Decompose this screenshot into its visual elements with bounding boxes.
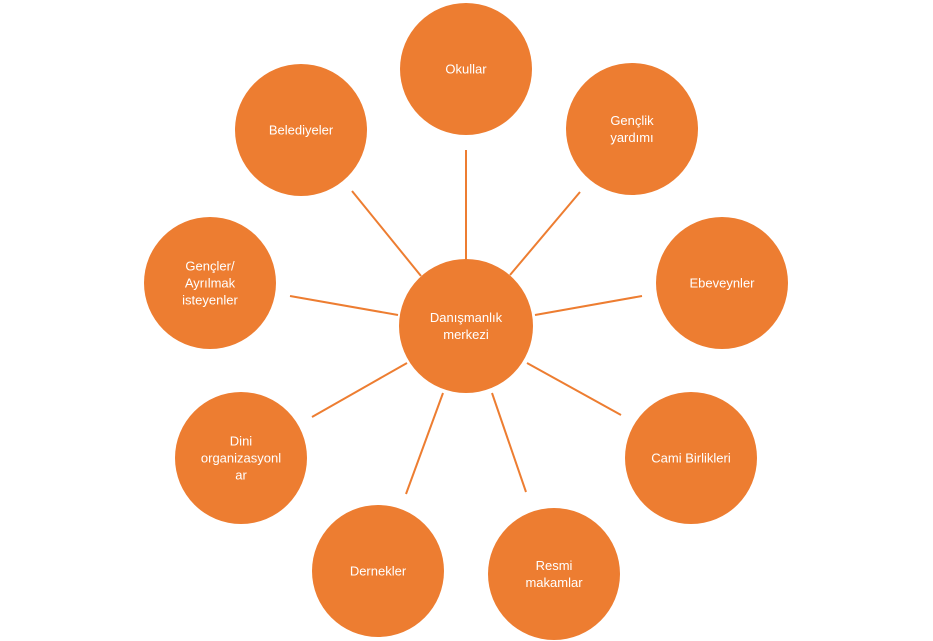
node-circle-dernekler xyxy=(312,505,444,637)
node-dini-organizasyonlar-label-line-2: organizasyonl xyxy=(201,451,281,466)
node-cami-birlikleri-label-line-1: Cami Birlikleri xyxy=(651,451,731,466)
node-circle-dini-organizasyonlar xyxy=(175,392,307,524)
connector-gencler-ayrilmak-isteyenler xyxy=(289,295,399,316)
connector-ebeveynler xyxy=(534,295,643,316)
node-dernekler-label-line-1: Dernekler xyxy=(350,564,407,579)
node-circle-belediyeler xyxy=(235,64,367,196)
connector-belediyeler xyxy=(351,190,422,277)
node-circle-cami-birlikleri xyxy=(625,392,757,524)
node-genclik-yardimi-label-line-1: Gençlik xyxy=(610,113,654,128)
center-circle xyxy=(399,259,533,393)
node-gencler-ayrilmak-isteyenler-label-line-2: Ayrılmak xyxy=(185,276,236,291)
connector-resmi-makamlar xyxy=(491,392,527,493)
connector-lines xyxy=(289,150,643,495)
node-circle-resmi-makamlar xyxy=(488,508,620,640)
center-label-line-1: Danışmanlık xyxy=(430,310,503,325)
connector-dernekler xyxy=(405,392,444,495)
node-gencler-ayrilmak-isteyenler-label-line-3: isteyenler xyxy=(182,293,238,308)
node-resmi-makamlar-label-line-2: makamlar xyxy=(525,575,583,590)
node-circle-genclik-yardimi xyxy=(566,63,698,195)
center-label-line-2: merkezi xyxy=(443,327,489,342)
node-okullar-label-line-1: Okullar xyxy=(445,62,487,77)
node-ebeveynler-label-line-1: Ebeveynler xyxy=(689,276,755,291)
node-genclik-yardimi: Gençlik yardımı xyxy=(566,63,698,195)
center-node: Danışmanlık merkezi xyxy=(399,259,533,393)
node-circle-okullar xyxy=(400,3,532,135)
node-gencler-ayrilmak-isteyenler: Gençler/Ayrılmak isteyenler xyxy=(144,217,276,349)
node-dini-organizasyonlar-label-line-1: Dini xyxy=(230,434,253,449)
node-circle-gencler-ayrilmak-isteyenler xyxy=(144,217,276,349)
node-cami-birlikleri: Cami Birlikleri xyxy=(625,392,757,524)
connector-genclik-yardimi xyxy=(509,191,581,276)
node-resmi-makamlar-label-line-1: Resmi xyxy=(536,558,573,573)
node-okullar: Okullar xyxy=(400,3,532,135)
node-genclik-yardimi-label-line-2: yardımı xyxy=(610,130,653,145)
node-gencler-ayrilmak-isteyenler-label-line-1: Gençler/ xyxy=(185,259,235,274)
node-ebeveynler: Ebeveynler xyxy=(656,217,788,349)
node-dini-organizasyonlar: Dini organizasyonl ar xyxy=(175,392,307,524)
node-resmi-makamlar: Resmi makamlar xyxy=(488,508,620,640)
node-dernekler: Dernekler xyxy=(312,505,444,637)
connector-cami-birlikleri xyxy=(526,362,622,416)
node-dini-organizasyonlar-label-line-3: ar xyxy=(235,468,247,483)
connector-dini-organizasyonlar xyxy=(311,362,408,418)
node-belediyeler: Belediyeler xyxy=(235,64,367,196)
node-circle-ebeveynler xyxy=(656,217,788,349)
node-belediyeler-label-line-1: Belediyeler xyxy=(269,123,334,138)
